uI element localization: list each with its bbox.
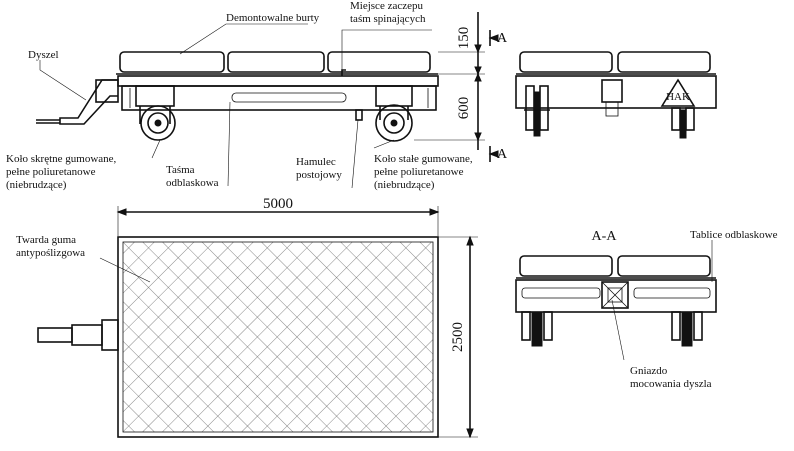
dim-platform-height: 600: [456, 97, 472, 120]
label-strap-point-2: taśm spinających: [350, 13, 426, 25]
label-rubber-2: antypoślizgowa: [16, 247, 85, 259]
front-socket: [601, 79, 623, 103]
side-board-3: [327, 51, 431, 73]
side-board-1: [119, 51, 225, 73]
plan-view: [37, 236, 439, 438]
section-mark-bottom: A: [488, 146, 508, 162]
dim-side-height: 150: [456, 27, 472, 50]
label-swivel-wheel-1: Koło skrętne gumowane,: [6, 153, 117, 165]
anti-slip-rubber: [122, 241, 434, 433]
dim-length: 5000: [263, 196, 293, 212]
plan-drawbar: [37, 319, 119, 351]
label-reflective-boards: Tablice odblaskowe: [690, 229, 778, 241]
leader-lines: [39, 23, 713, 361]
section-mark-label: A: [497, 31, 508, 46]
section-wheel-left: [521, 311, 553, 347]
drawbar: [36, 79, 119, 125]
label-drawbar: Dyszel: [28, 49, 59, 61]
label-parking-brake-1: Hamulec: [296, 156, 336, 168]
dim-width: 2500: [450, 322, 466, 352]
label-parking-brake-2: postojowy: [296, 169, 342, 181]
label-reflective-tape-2: odblaskowa: [166, 177, 219, 189]
length-dimension: 5000: [116, 196, 440, 236]
label-rubber-1: Twarda guma: [16, 234, 76, 246]
side-board-2: [227, 51, 325, 73]
label-fixed-wheel-1: Koło stałe gumowane,: [374, 153, 473, 165]
parking-brake: [355, 109, 363, 121]
drawbar-socket: [601, 281, 629, 309]
section-mark-top: A: [488, 30, 508, 46]
front-view: HAK: [515, 51, 717, 139]
label-fixed-wheel-3: (niebrudzące): [374, 179, 435, 191]
logo-text: HAK: [666, 91, 690, 103]
section-wheel-right: [671, 311, 703, 347]
swivel-wheel: [135, 85, 176, 141]
front-wheel-right: [671, 107, 695, 139]
label-reflective-tape-1: Taśma: [166, 164, 195, 176]
label-swivel-wheel-3: (niebrudzące): [6, 179, 67, 191]
label-strap-point-1: Miejsce zaczepu: [350, 0, 423, 12]
label-socket-2: mocowania dyszla: [630, 378, 712, 390]
section-view: A-A: [515, 229, 717, 347]
fixed-wheel: [375, 85, 413, 142]
front-wheel-left: [524, 85, 550, 137]
strap-point: [341, 69, 346, 76]
reflective-tape: [231, 92, 347, 103]
label-demountable-sides: Demontowalne burty: [226, 12, 320, 24]
reflective-board-right: [633, 287, 711, 299]
section-mark-label: A: [497, 147, 508, 162]
reflective-board-left: [521, 287, 601, 299]
section-title: A-A: [592, 229, 618, 244]
side-view: [36, 51, 439, 142]
label-fixed-wheel-2: pełne poliuretanowe: [374, 166, 464, 178]
label-socket-1: Gniazdo: [630, 365, 668, 377]
label-swivel-wheel-2: pełne poliuretanowe: [6, 166, 96, 178]
height-dimensions: 150 600: [414, 12, 485, 150]
width-dimension: 2500: [438, 235, 478, 439]
warning-logo: [660, 78, 696, 107]
